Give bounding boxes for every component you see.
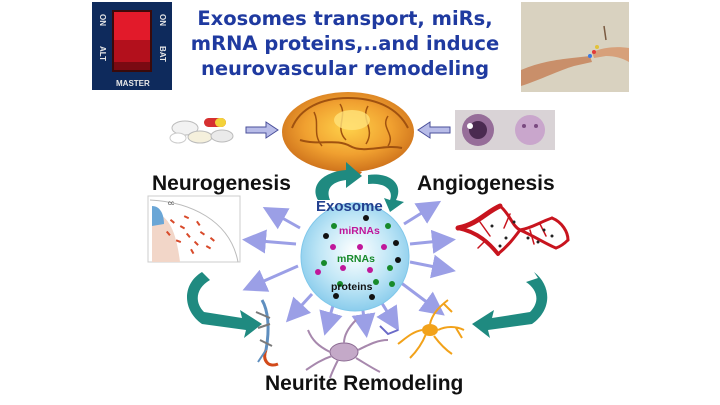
svg-text:cc: cc	[168, 201, 174, 207]
cells-to-brain-arrow	[417, 121, 451, 139]
exosome-cell	[300, 202, 410, 312]
title-line-3: neurovascular remodeling	[200, 57, 490, 80]
switch-right-on: ON	[158, 14, 167, 26]
brain-image	[282, 92, 414, 176]
label-neurogenesis: Neurogenesis	[152, 172, 291, 195]
neuron-image-center	[305, 319, 399, 379]
left-teal-arrow	[187, 272, 262, 338]
angiogenesis-image	[455, 203, 570, 256]
mirna-particles	[315, 244, 387, 275]
hands-image	[521, 2, 629, 92]
neuron-image-left	[255, 299, 279, 367]
mrna-particles	[321, 223, 395, 287]
switch-right-bat: BAT	[158, 46, 167, 62]
label-mrnas: mRNAs	[337, 253, 375, 265]
brain-cycle-arrows	[315, 162, 404, 212]
pills-image	[169, 118, 234, 144]
label-proteins: proteins	[331, 281, 373, 293]
switch-left-on: ON	[98, 14, 107, 26]
switch-left-alt: ALT	[98, 46, 107, 61]
slide-title: Exosomes transport, miRs, mRNA proteins,…	[185, 6, 505, 81]
label-mirnas: miRNAs	[339, 225, 380, 237]
title-line-2: mRNA proteins,..and induce	[190, 32, 500, 55]
cells-image	[455, 110, 555, 150]
label-angiogenesis: Angiogenesis	[417, 172, 555, 195]
right-teal-arrow	[472, 272, 548, 338]
switch-master: MASTER	[116, 79, 150, 88]
master-switch-image: ON ALT ON BAT MASTER	[92, 2, 172, 90]
neurogenesis-image: cc	[147, 195, 241, 263]
pills-to-brain-arrow	[245, 121, 279, 139]
title-line-1: Exosomes transport, miRs,	[197, 7, 493, 30]
label-exosome: Exosome	[316, 198, 383, 215]
protein-particles	[323, 215, 401, 300]
label-neurite-remodeling: Neurite Remodeling	[265, 372, 464, 395]
neuron-image-right	[397, 299, 465, 359]
